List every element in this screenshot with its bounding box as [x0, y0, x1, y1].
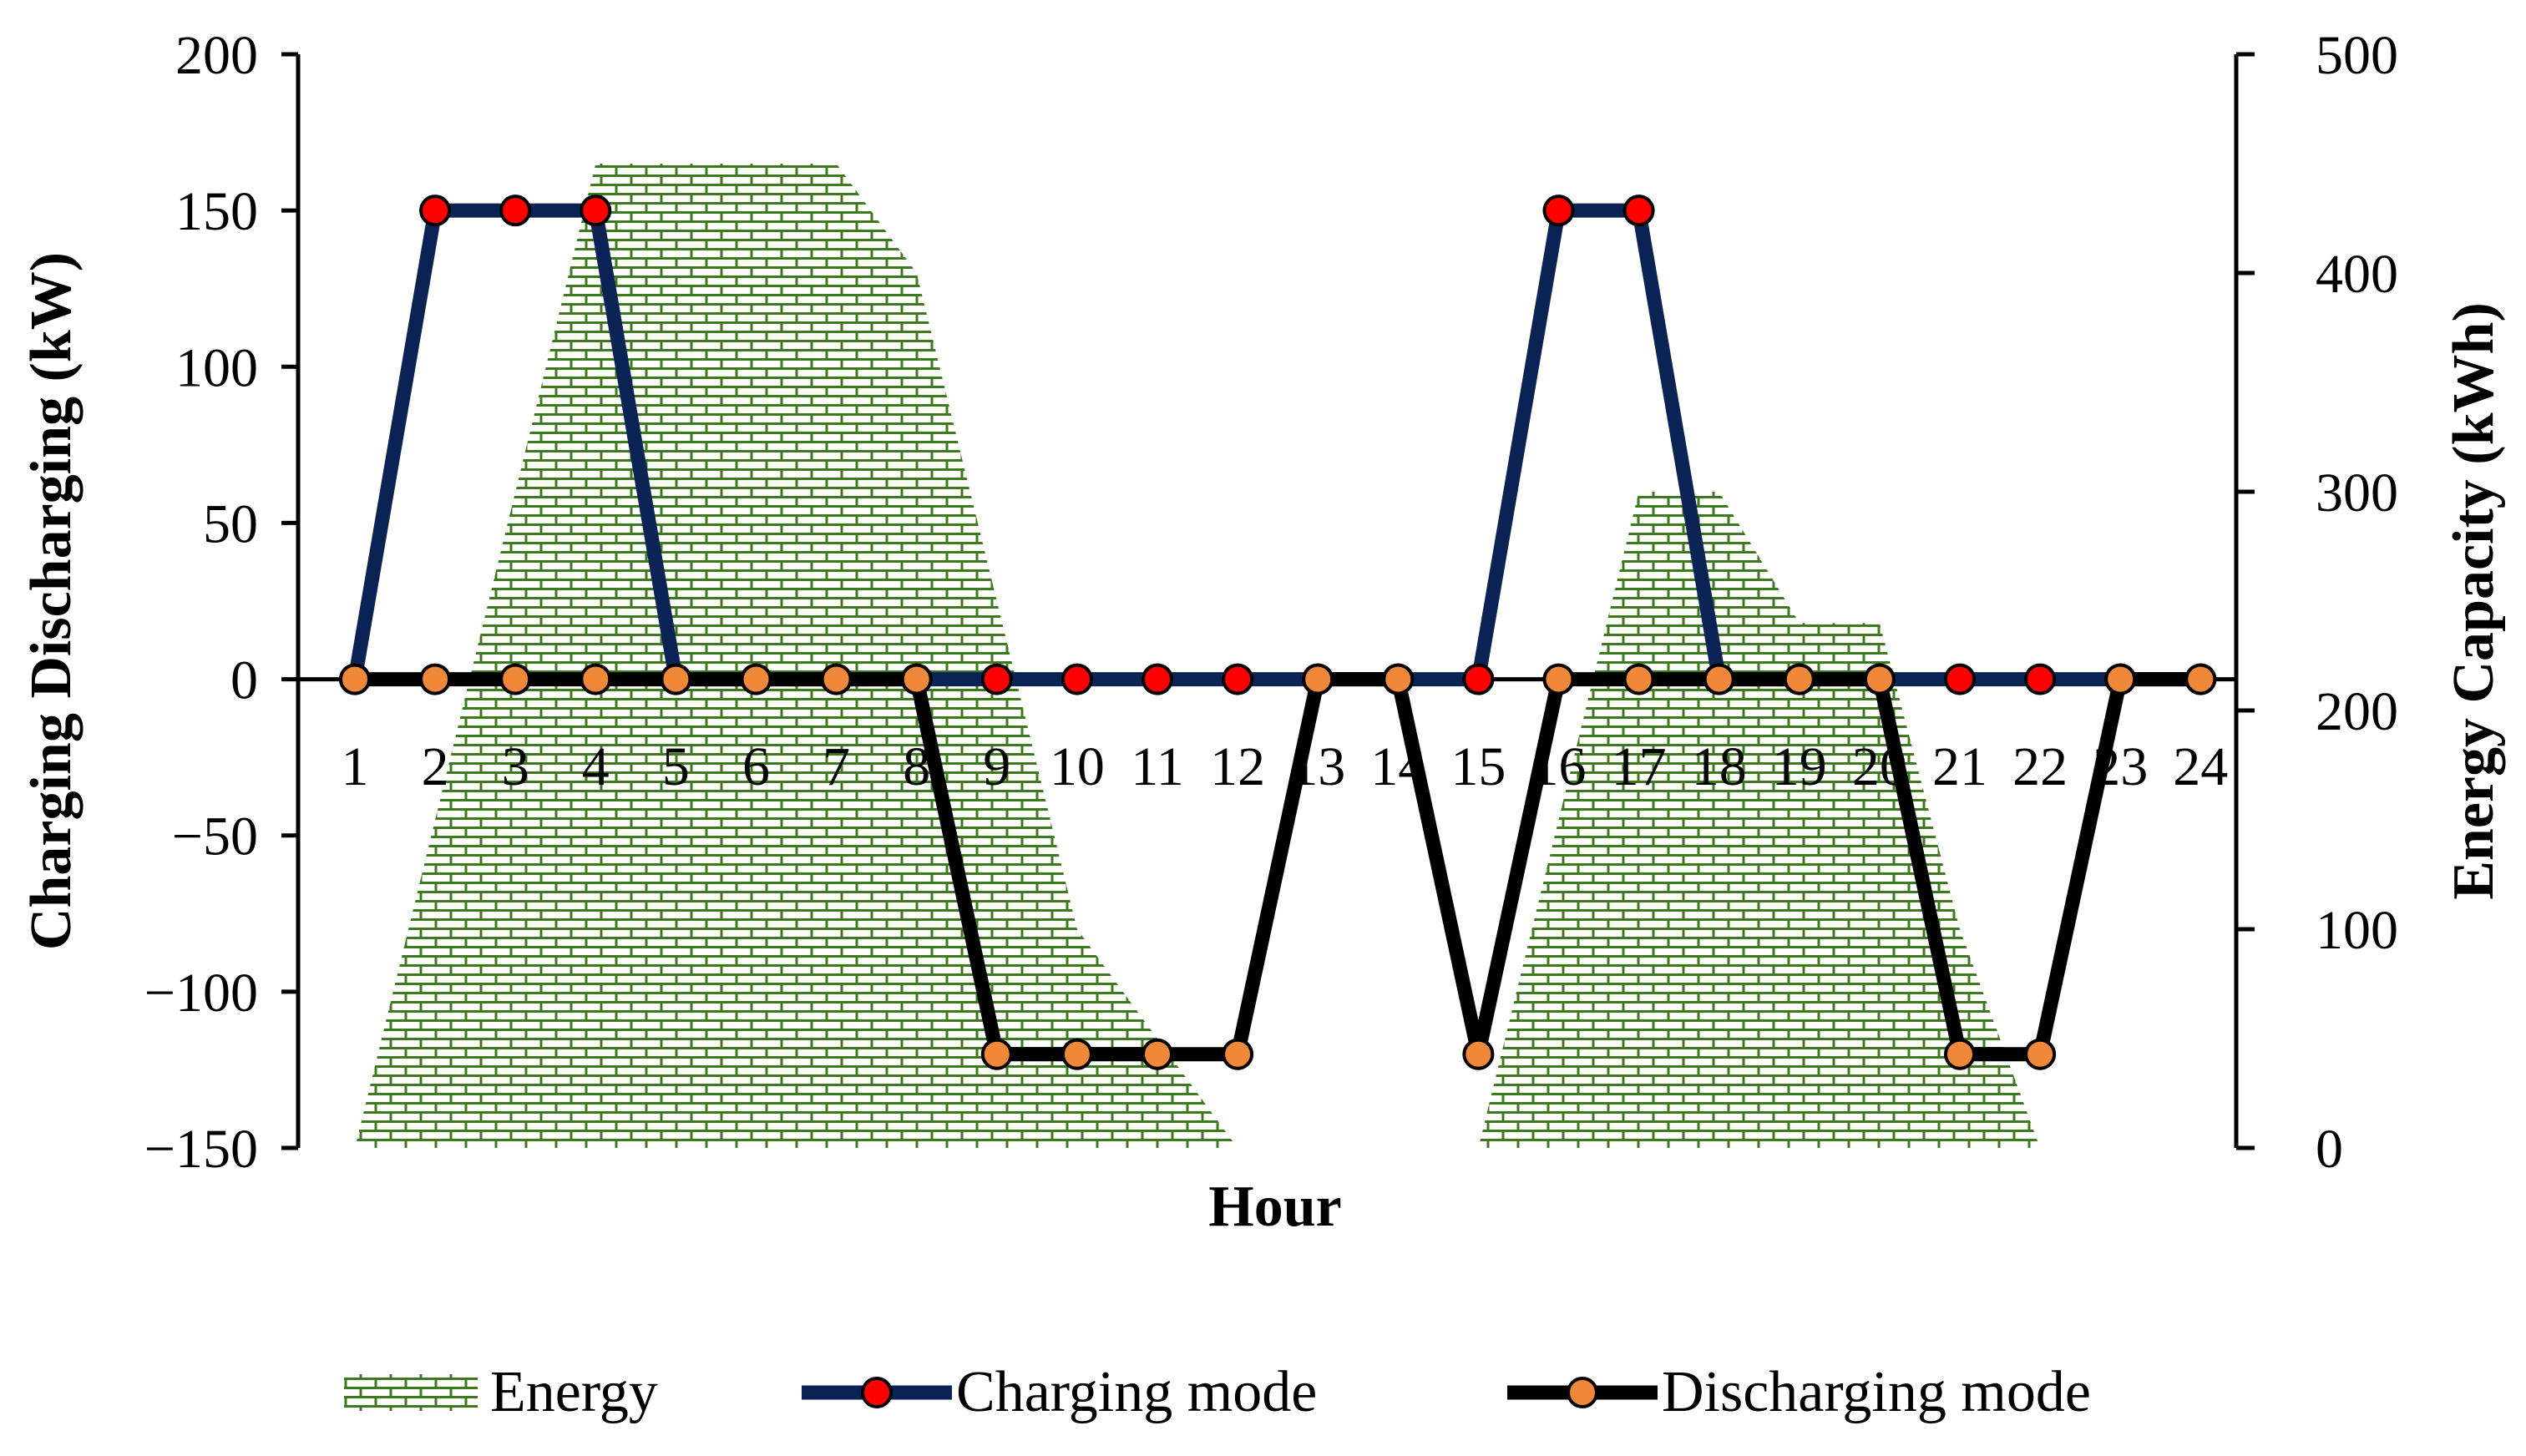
- discharging-mode-point: [580, 663, 612, 695]
- discharging-mode-point: [2184, 663, 2217, 695]
- x-tick-label: 13: [1290, 736, 1345, 797]
- energy-area-layer: [355, 164, 2201, 1148]
- x-tick-label: 3: [502, 736, 529, 797]
- right-tick-label: 0: [2316, 1119, 2343, 1180]
- charging-mode-point: [1142, 663, 1173, 695]
- discharging-mode-point: [1622, 663, 1655, 695]
- right-tick-label: 100: [2316, 900, 2398, 961]
- discharging-mode-point: [820, 663, 853, 695]
- charging-mode-point: [1061, 663, 1093, 695]
- charging-mode-point: [1462, 663, 1495, 695]
- discharging-mode-point: [1542, 663, 1575, 695]
- discharging-mode-point: [1142, 1038, 1173, 1070]
- x-axis-title: Hour: [1208, 1175, 1341, 1239]
- discharging-mode-point: [1382, 663, 1415, 695]
- y2-axis-title: Energy Capacity (kWh): [2442, 302, 2506, 900]
- x-tick-label: 22: [2012, 736, 2068, 797]
- x-tick-label: 1: [342, 736, 369, 797]
- discharging-mode-point: [1783, 663, 1815, 695]
- charging-mode-point: [499, 195, 532, 227]
- discharging-mode-point: [1863, 663, 1896, 695]
- discharging-mode-point: [2104, 663, 2137, 695]
- legend-charging-mode-label: Charging mode: [956, 1360, 1317, 1424]
- x-tick-label: 5: [662, 736, 690, 797]
- discharging-mode-point: [1061, 1038, 1093, 1070]
- discharging-mode-point: [1302, 663, 1334, 695]
- x-tick-label: 12: [1210, 736, 1265, 797]
- discharging-mode-point: [1944, 1038, 1976, 1070]
- x-tick-label: 15: [1450, 736, 1506, 797]
- discharging-mode-point: [1222, 1038, 1254, 1070]
- charging-mode-point: [980, 663, 1013, 695]
- discharging-mode-point: [499, 663, 532, 695]
- right-tick-label: 500: [2316, 25, 2398, 86]
- x-tick-label: 20: [1852, 736, 1907, 797]
- left-tick-label: −100: [144, 963, 258, 1024]
- x-tick-label: 16: [1531, 736, 1587, 797]
- x-tick-label: 11: [1131, 736, 1184, 797]
- x-tick-label: 8: [903, 736, 930, 797]
- left-tick-label: 200: [175, 25, 258, 86]
- x-tick-label: 6: [742, 736, 770, 797]
- left-tick-label: −150: [144, 1119, 258, 1180]
- left-tick-label: 0: [230, 650, 258, 711]
- charging-mode-point: [1542, 195, 1575, 227]
- labels: −150 −100 −50 0 50 100 150 200 0 100 200 300 400 500 1…: [19, 25, 2506, 1239]
- right-tick-label: 200: [2316, 681, 2398, 742]
- legend-discharging-mode-marker: [1567, 1377, 1598, 1408]
- discharging-mode-point: [740, 663, 772, 695]
- x-tick-label: 4: [582, 736, 610, 797]
- legend-energy-label: Energy: [490, 1360, 658, 1424]
- discharging-mode-point: [660, 663, 692, 695]
- charging-mode-point: [1944, 663, 1976, 695]
- x-tick-label: 9: [983, 736, 1010, 797]
- x-tick-label: 10: [1050, 736, 1105, 797]
- charging-mode-point: [1222, 663, 1254, 695]
- left-tick-label: 100: [175, 337, 258, 398]
- right-tick-label: 300: [2316, 463, 2398, 523]
- discharging-mode-point: [980, 1038, 1013, 1070]
- x-tick-label: 17: [1612, 736, 1667, 797]
- x-tick-label: 24: [2173, 736, 2228, 797]
- discharging-mode-point: [419, 663, 452, 695]
- left-tick-label: 150: [175, 181, 258, 242]
- x-tick-label: 23: [2093, 736, 2148, 797]
- x-tick-label: 14: [1370, 736, 1425, 797]
- discharging-mode-point: [900, 663, 933, 695]
- discharging-mode-point: [2024, 1038, 2057, 1070]
- right-tick-label: 400: [2316, 244, 2398, 305]
- energy-area: [355, 164, 2201, 1148]
- charging-mode-point: [419, 195, 452, 227]
- left-tick-label: −50: [172, 806, 258, 867]
- x-tick-label: 18: [1692, 736, 1747, 797]
- x-tick-label: 21: [1932, 736, 1987, 797]
- y-axis-title: Charging Discharging (kW): [19, 252, 84, 950]
- charging-mode-point: [580, 195, 612, 227]
- discharging-mode-point: [1703, 663, 1735, 695]
- x-tick-label: 2: [422, 736, 449, 797]
- charging-mode-point: [2024, 663, 2057, 695]
- legend-charging-mode-marker: [861, 1377, 893, 1408]
- legend-discharging-mode-label: Discharging mode: [1662, 1360, 2091, 1424]
- legend-energy-swatch: [344, 1374, 478, 1411]
- series-markers: [339, 195, 2217, 1070]
- left-tick-label: 50: [203, 493, 258, 554]
- x-tick-label: 7: [823, 736, 850, 797]
- legend: Energy Charging mode Discharging mode: [344, 1360, 2091, 1424]
- x-tick-label: 19: [1772, 736, 1827, 797]
- charging-mode-point: [1622, 195, 1655, 227]
- discharging-mode-point: [1462, 1038, 1495, 1070]
- discharging-mode-point: [339, 663, 371, 695]
